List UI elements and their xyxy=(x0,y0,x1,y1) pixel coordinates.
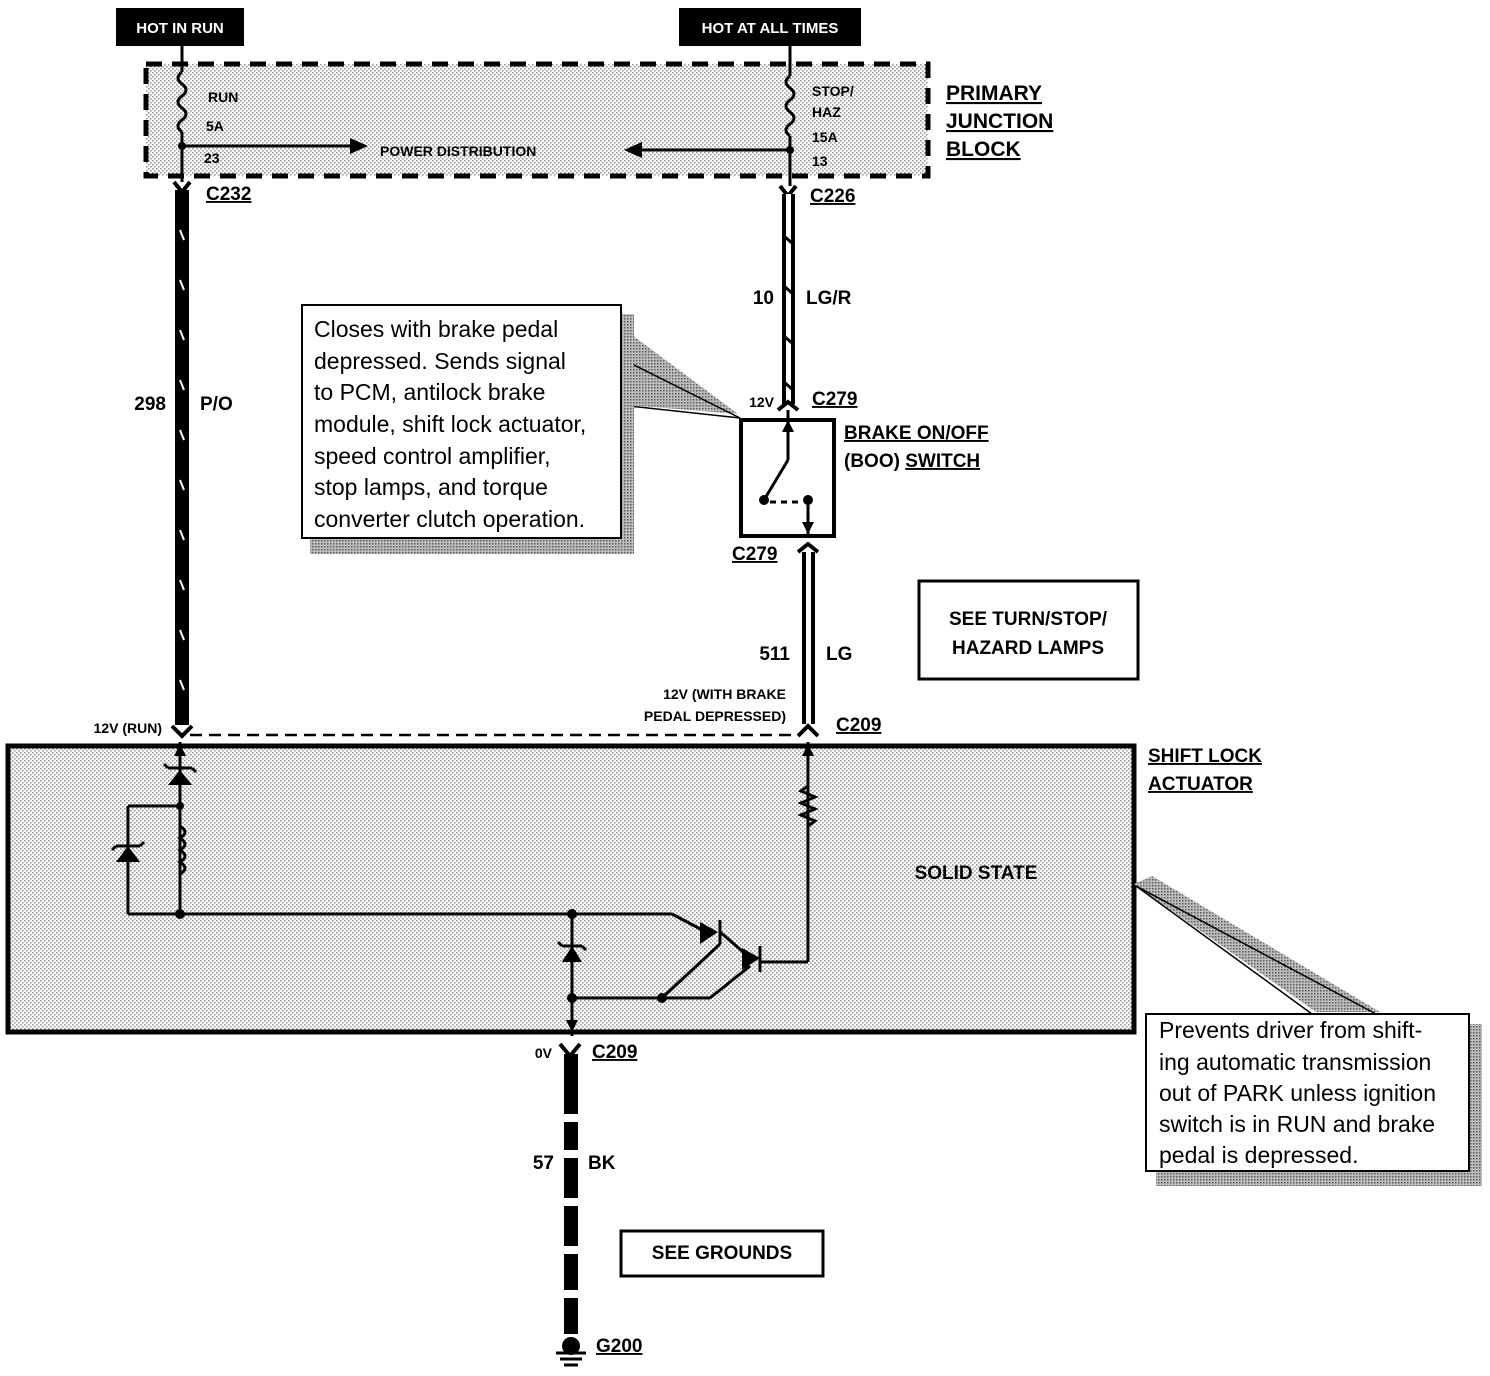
see-turn-stop-line2: HAZARD LAMPS xyxy=(952,638,1104,659)
actuator-note-line: pedal is depressed. xyxy=(1159,1142,1358,1168)
hot-at-all-times-label: HOT AT ALL TIMES xyxy=(702,20,839,37)
wire-10 xyxy=(776,184,800,412)
fuse-left-num: 23 xyxy=(204,150,220,166)
voltage-12v-run: 12V (RUN) xyxy=(94,720,162,736)
wire-10-color: LG/R xyxy=(806,288,852,309)
arrow-right-icon xyxy=(350,138,368,154)
fuse-right-name1: STOP/ xyxy=(812,83,854,99)
zener-diode-icon xyxy=(168,770,192,785)
hot-in-run-label: HOT IN RUN xyxy=(136,20,224,37)
primary-junction-block: RUN 5A 23 POWER DISTRIBUTION STOP/ HAZ 1… xyxy=(143,46,931,186)
diode-2-icon xyxy=(742,948,760,970)
boo-label-2: (BOO) SWITCH xyxy=(844,451,980,472)
boo-note-line: to PCM, antilock brake xyxy=(314,379,545,405)
boo-note-line: Closes with brake pedal xyxy=(314,316,558,342)
zener-diode-3-icon xyxy=(562,946,582,962)
wire-57-color: BK xyxy=(588,1153,616,1174)
shift-lock-title-2: ACTUATOR xyxy=(1148,774,1253,795)
junction-block-title-1: PRIMARY xyxy=(946,82,1042,105)
fuse-right-name2: HAZ xyxy=(812,104,841,120)
connector-c232: C232 xyxy=(206,184,251,205)
boo-label-1: BRAKE ON/OFF xyxy=(844,423,989,444)
boo-note-callout: Closes with brake pedal depressed. Sends… xyxy=(301,304,741,554)
voltage-brake-2: PEDAL DEPRESSED) xyxy=(644,708,786,724)
see-grounds-label: SEE GROUNDS xyxy=(652,1243,792,1264)
wire-298-color: P/O xyxy=(200,394,233,415)
resistor-icon xyxy=(797,784,819,828)
see-grounds-box[interactable]: SEE GROUNDS xyxy=(619,1229,825,1278)
wire-298-num: 298 xyxy=(134,394,166,415)
shift-lock-actuator: SOLID STATE xyxy=(5,742,1137,1036)
hot-at-all-times-tag: HOT AT ALL TIMES xyxy=(679,8,861,46)
fuse-right-amp: 15A xyxy=(812,129,838,145)
voltage-0v: 0V xyxy=(535,1045,553,1061)
wire-10-num: 10 xyxy=(753,288,774,309)
connector-c279-top: C279 xyxy=(812,389,857,410)
wire-298 xyxy=(170,180,194,739)
diode-icon xyxy=(700,922,718,944)
ground-icon xyxy=(556,1337,586,1367)
boo-note-line: stop lamps, and torque xyxy=(314,474,548,500)
fuse-right-icon xyxy=(784,74,796,138)
wire-511-color: LG xyxy=(826,644,852,665)
connector-c279-bottom: C279 xyxy=(732,544,777,565)
wire-511-num: 511 xyxy=(759,644,790,665)
coil-icon xyxy=(177,824,187,876)
shift-lock-title-1: SHIFT LOCK xyxy=(1148,746,1262,767)
actuator-note-line: ing automatic transmission xyxy=(1159,1049,1431,1075)
switch-contact-icon xyxy=(762,459,790,501)
actuator-note-line: Prevents driver from shift- xyxy=(1159,1017,1422,1043)
fuse-left-amp: 5A xyxy=(206,118,224,134)
actuator-note-line: switch is in RUN and brake xyxy=(1159,1111,1435,1137)
zener-diode-2-icon xyxy=(116,846,140,862)
boo-note-line: converter clutch operation. xyxy=(314,506,585,532)
actuator-note-line: out of PARK unless ignition xyxy=(1159,1080,1436,1106)
arrow-left-icon xyxy=(624,142,642,158)
see-turn-stop-hazard-box[interactable]: SEE TURN/STOP/ HAZARD LAMPS xyxy=(917,579,1140,681)
boo-note-line: module, shift lock actuator, xyxy=(314,411,586,437)
fuse-left-name: RUN xyxy=(208,89,238,105)
wire-511 xyxy=(796,541,820,738)
boo-note-line: depressed. Sends signal xyxy=(314,348,566,374)
wire-57 xyxy=(556,1042,586,1367)
ground-g200: G200 xyxy=(596,1336,642,1357)
actuator-note-callout: Prevents driver from shift- ing automati… xyxy=(1134,876,1482,1186)
fuse-left-icon xyxy=(176,70,188,134)
power-distribution-label: POWER DISTRIBUTION xyxy=(380,143,536,159)
boo-note-line: speed control amplifier, xyxy=(314,443,551,469)
junction-block-title-3: BLOCK xyxy=(946,138,1021,161)
voltage-12v-boo: 12V xyxy=(749,394,775,410)
fuse-right-num: 13 xyxy=(812,153,828,169)
brake-on-off-switch xyxy=(739,410,836,538)
junction-block-title-2: JUNCTION xyxy=(946,110,1053,133)
hot-in-run-tag: HOT IN RUN xyxy=(116,8,244,46)
voltage-brake-1: 12V (WITH BRAKE xyxy=(663,686,786,702)
wire-57-num: 57 xyxy=(533,1153,554,1174)
see-turn-stop-line1: SEE TURN/STOP/ xyxy=(949,609,1108,630)
solid-state-label: SOLID STATE xyxy=(915,863,1038,884)
connector-c226: C226 xyxy=(810,186,855,207)
connector-c209-top: C209 xyxy=(836,715,881,736)
connector-c209-bottom: C209 xyxy=(592,1042,637,1063)
